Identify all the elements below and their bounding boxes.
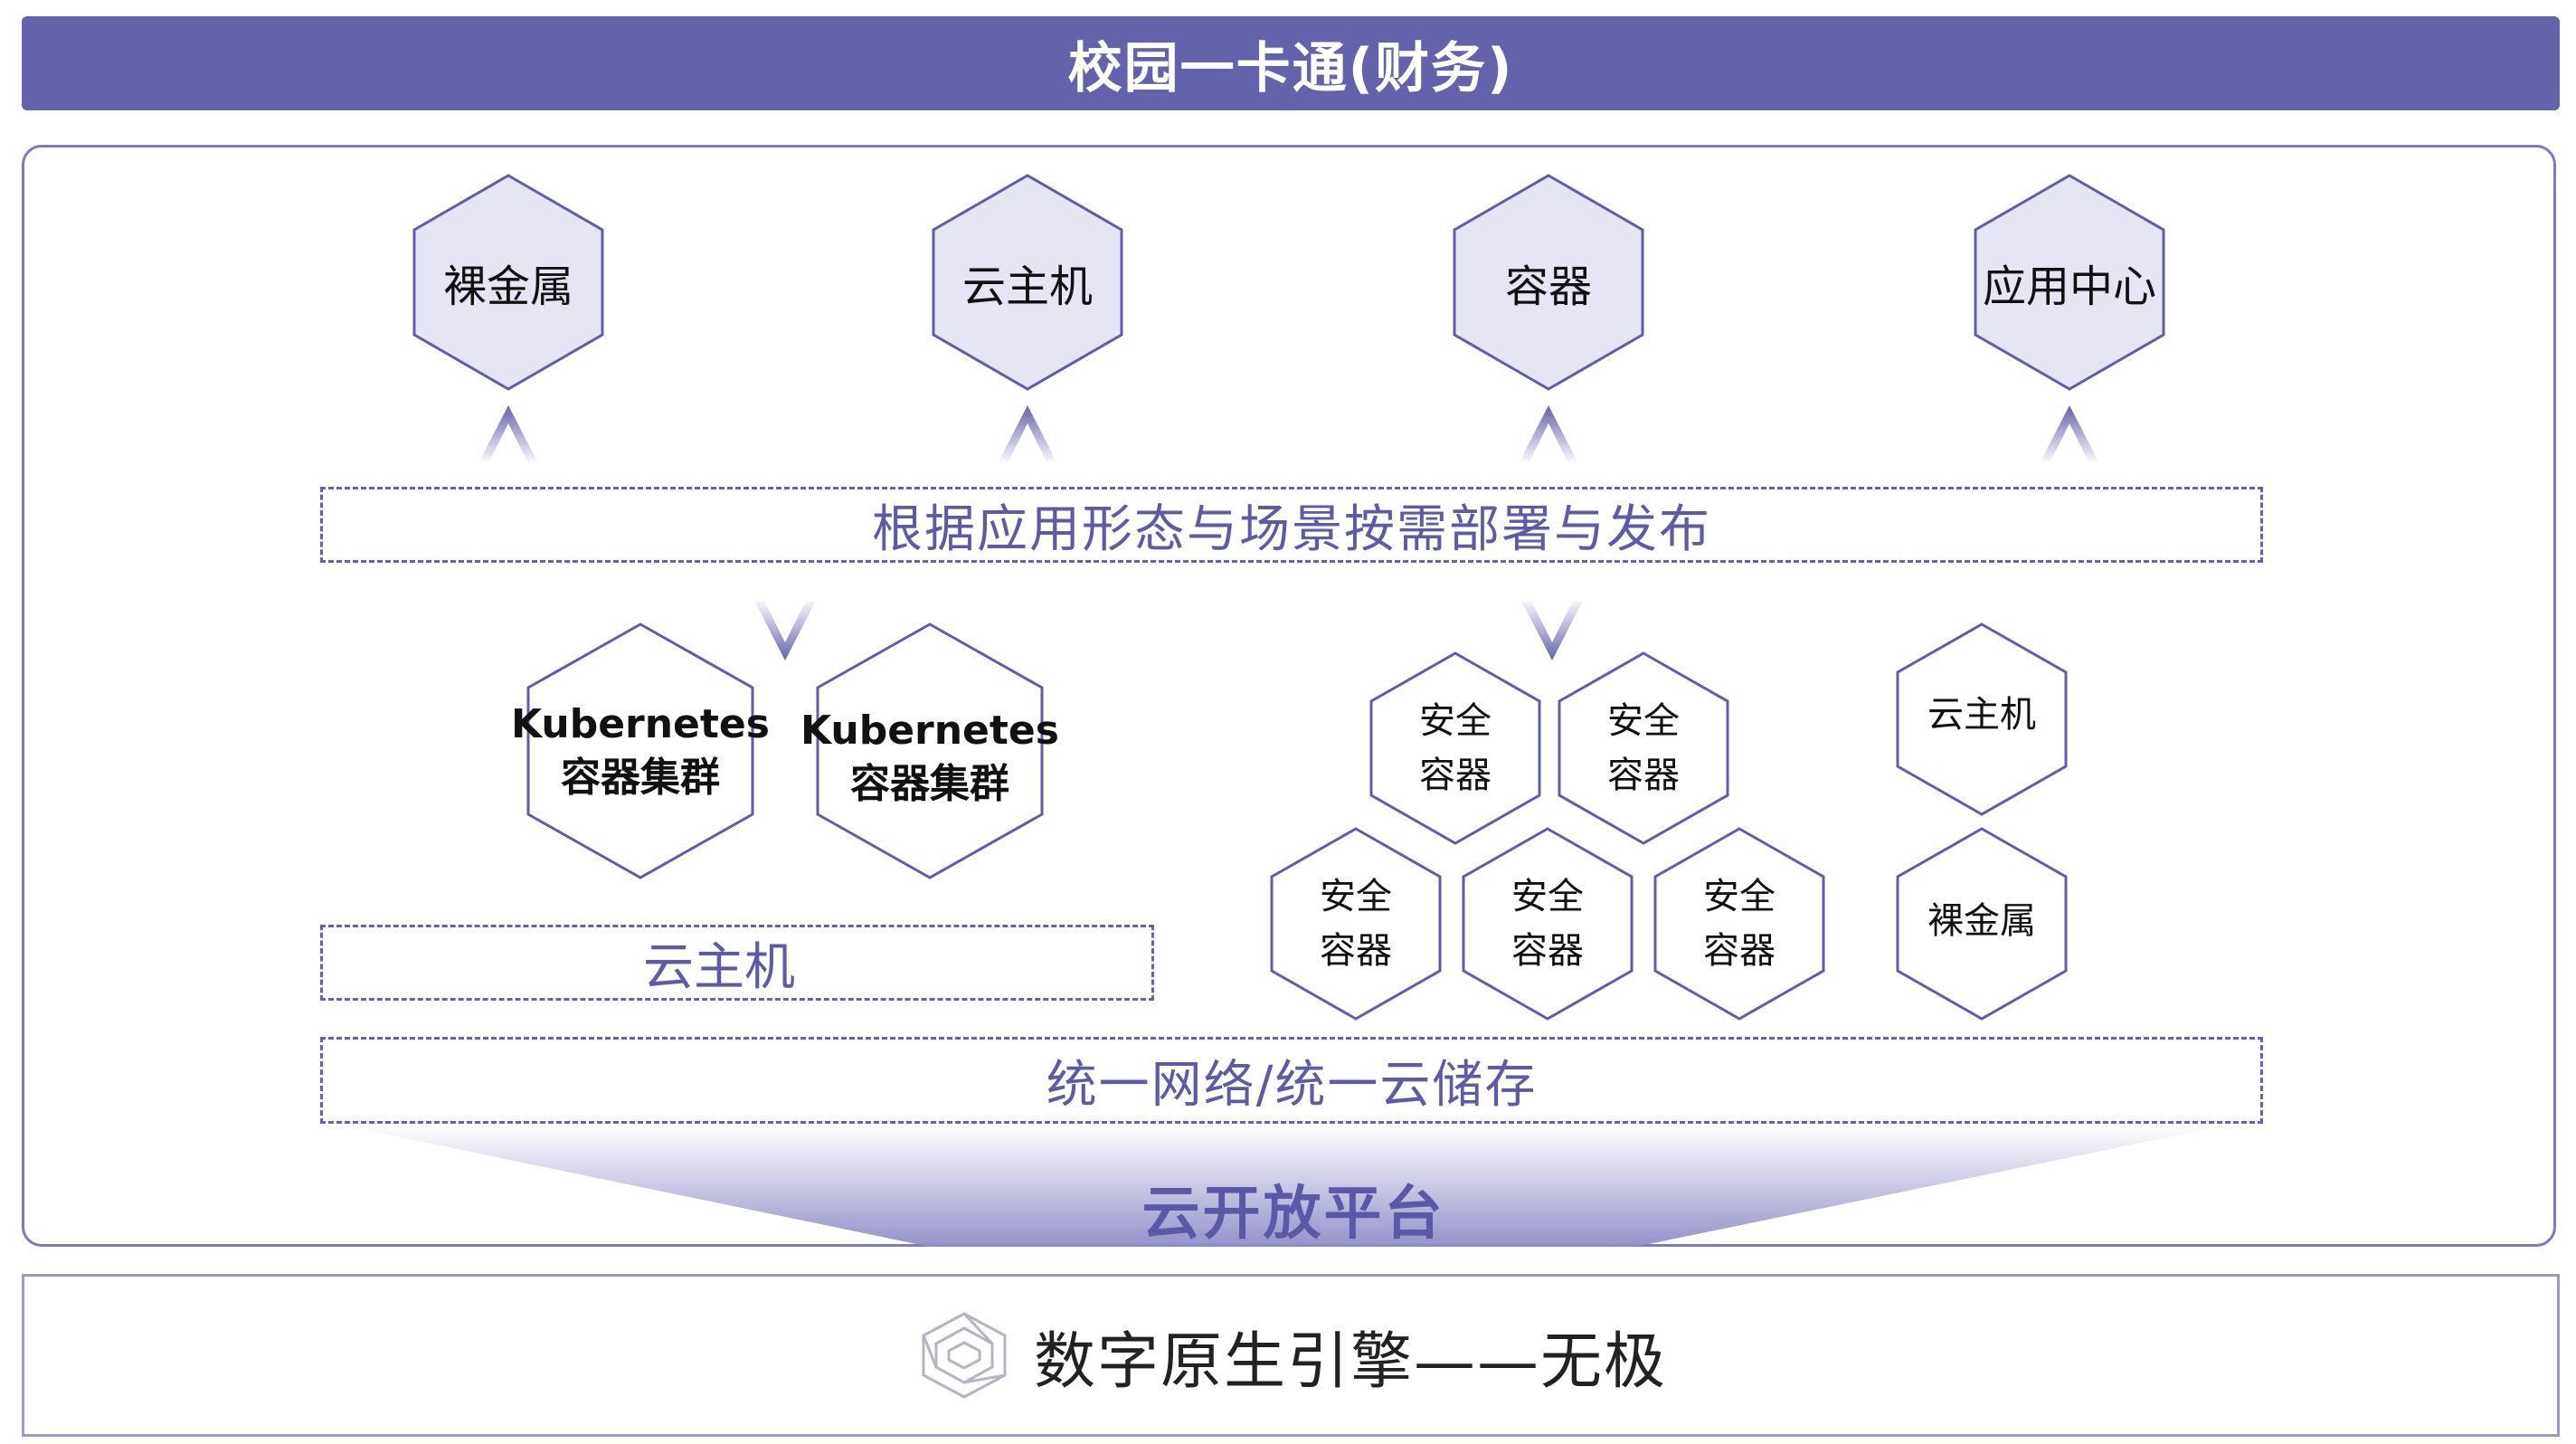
up-arrow-icon [1520, 405, 1577, 461]
secure-label-line2: 容器 [1607, 755, 1680, 796]
secure-label-line2: 容器 [1419, 755, 1492, 796]
vm-band-label: 云主机 [643, 937, 795, 997]
secure-label-line1: 安全 [1511, 876, 1584, 917]
service-label: 容器 [1504, 261, 1592, 312]
deploy-band: 根据应用形态与场景按需部署与发布 [320, 487, 2263, 563]
service-hexagon-cloud-host: 云主机 [932, 174, 1123, 391]
platform-funnel [344, 1126, 2225, 1247]
vm-band: 云主机 [320, 925, 1154, 1001]
secure-container-hexagon: 安全 容器 [1270, 827, 1442, 1021]
secure-container-hexagon: 安全 容器 [1558, 651, 1729, 845]
up-arrow-icon [2041, 405, 2098, 461]
secure-container-hexagon: 安全 容器 [1653, 827, 1825, 1021]
footer-label: 数字原生引擎——无极 [1033, 1325, 1667, 1398]
k8s-label-line2: 容器集群 [561, 755, 720, 801]
platform-label: 云开放平台 [1141, 1181, 1445, 1248]
secure-container-hexagon: 安全 容器 [1462, 827, 1634, 1021]
title-bar: 校园一卡通(财务) [22, 16, 2560, 110]
k8s-label-line1: Kubernetes [511, 700, 770, 747]
service-hexagon-container: 容器 [1453, 174, 1644, 391]
network-storage-band: 统一网络/统一云储存 [320, 1037, 2263, 1124]
up-arrow-icon [999, 405, 1056, 461]
secure-container-hexagon: 安全 容器 [1369, 651, 1541, 845]
footer-frame: 数字原生引擎——无极 [22, 1274, 2560, 1437]
up-arrow-icon [479, 405, 537, 461]
side-hexagon-bare-metal: 裸金属 [1896, 827, 2068, 1021]
k8s-label-line2: 容器集群 [850, 761, 1009, 807]
k8s-label-line1: Kubernetes [800, 707, 1059, 754]
secure-label-line2: 容器 [1703, 930, 1776, 972]
network-band-label: 统一网络/统一云储存 [1046, 1055, 1538, 1115]
k8s-cluster-hexagon: Kubernetes 容器集群 [800, 622, 1059, 879]
side-label: 裸金属 [1927, 900, 2036, 942]
k8s-cluster-hexagon: Kubernetes 容器集群 [511, 622, 770, 879]
hexagon-logo-icon [922, 1312, 1007, 1399]
down-arrow-icon [1521, 601, 1583, 660]
side-label: 云主机 [1927, 694, 2036, 736]
service-label: 应用中心 [1982, 261, 2156, 312]
secure-label-line1: 安全 [1703, 876, 1776, 917]
secure-label-line1: 安全 [1419, 700, 1492, 742]
service-label: 云主机 [961, 261, 1093, 312]
secure-label-line2: 容器 [1511, 930, 1584, 972]
side-hexagon-cloud-host: 云主机 [1896, 622, 2068, 816]
secure-label-line2: 容器 [1320, 930, 1392, 972]
deploy-band-label: 根据应用形态与场景按需部署与发布 [872, 499, 1711, 559]
service-label: 裸金属 [442, 261, 573, 312]
page-title: 校园一卡通(财务) [1067, 36, 1514, 100]
secure-label-line1: 安全 [1607, 700, 1680, 742]
service-hexagon-app-center: 应用中心 [1974, 174, 2165, 391]
down-arrow-icon [754, 601, 816, 660]
secure-label-line1: 安全 [1320, 876, 1392, 917]
service-hexagon-bare-metal: 裸金属 [412, 174, 604, 391]
